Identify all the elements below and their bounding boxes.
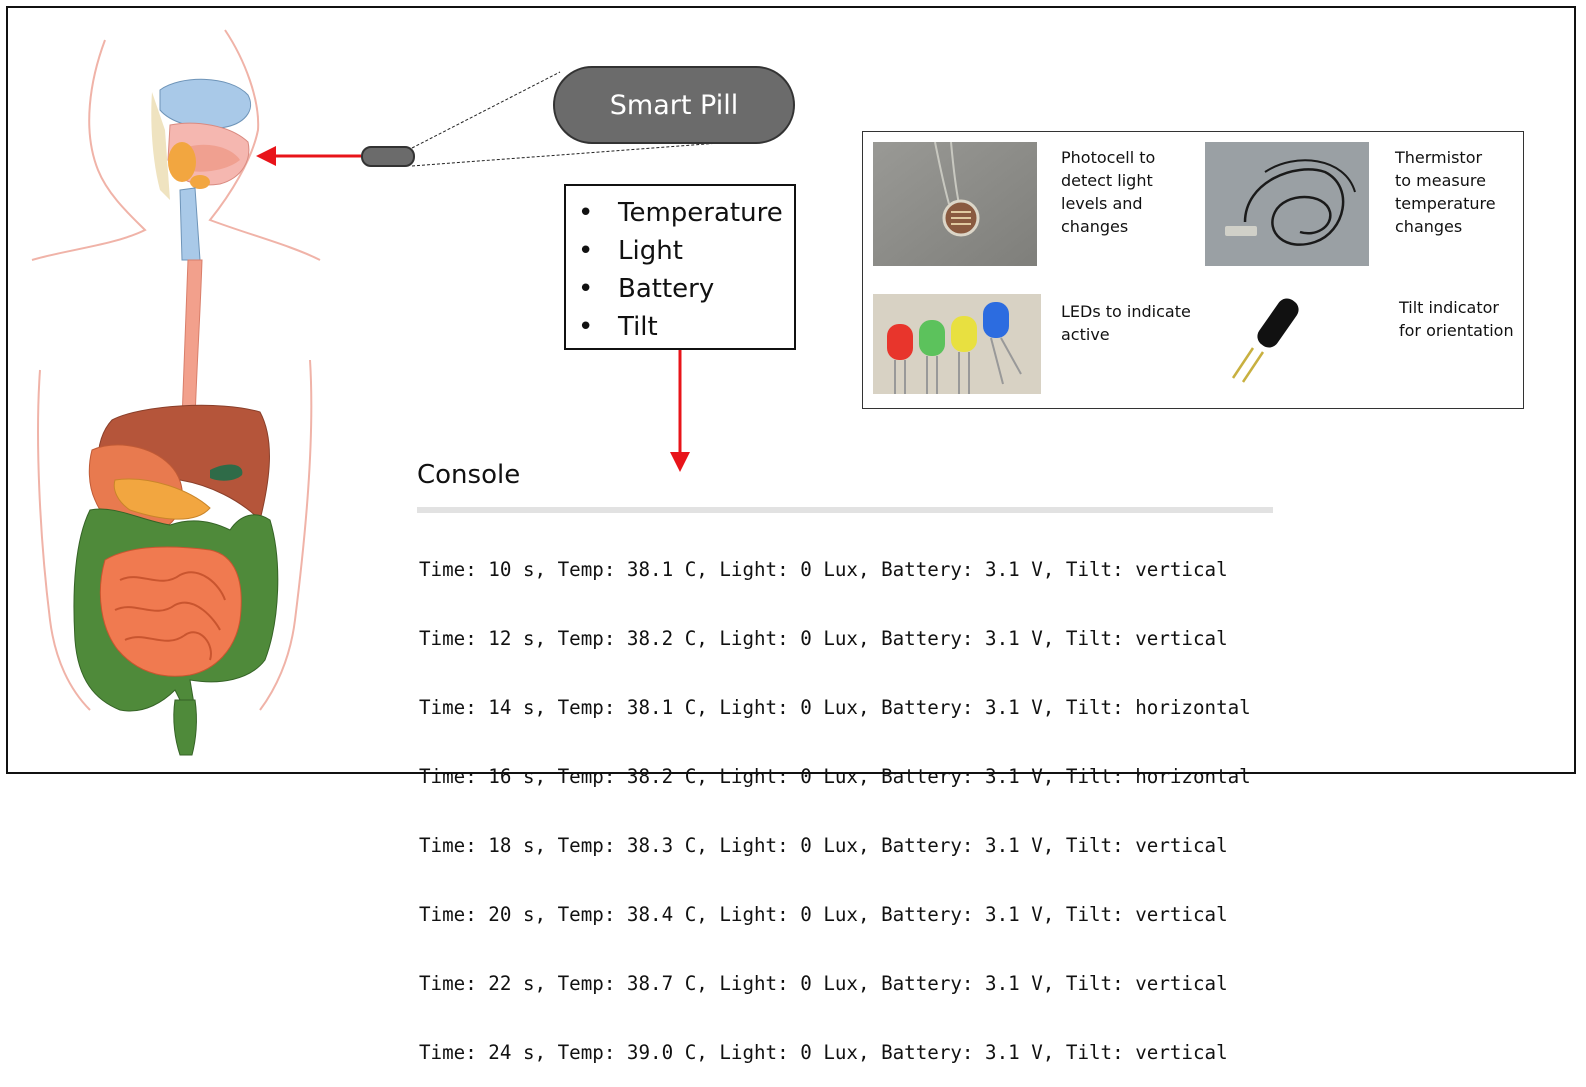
tilt-sensor-photo xyxy=(1231,298,1299,383)
salivary-gland-lower xyxy=(190,175,210,189)
small-intestine xyxy=(99,546,242,677)
sensor-item: • Tilt xyxy=(578,308,794,346)
sensor-item: • Battery xyxy=(578,270,794,308)
led-red-icon xyxy=(887,324,913,394)
leds-description: LEDs to indicate active xyxy=(1061,302,1191,344)
sensor-item-label: Tilt xyxy=(618,312,658,342)
smart-pill-icon xyxy=(361,146,415,167)
console-line: Time: 24 s, Temp: 39.0 C, Light: 0 Lux, … xyxy=(419,1041,1228,1064)
console-output: Time: 10 s, Temp: 38.1 C, Light: 0 Lux, … xyxy=(419,512,1251,1087)
head-bone xyxy=(151,92,170,200)
led-blue-icon xyxy=(983,302,1022,385)
thermistor-photo xyxy=(1205,142,1369,266)
salivary-gland xyxy=(168,142,196,182)
sensor-item: • Temperature xyxy=(578,194,794,232)
gallbladder xyxy=(210,464,243,481)
connector-overlay xyxy=(256,71,761,472)
console-line: Time: 18 s, Temp: 38.3 C, Light: 0 Lux, … xyxy=(419,834,1228,857)
console-line: Time: 14 s, Temp: 38.1 C, Light: 0 Lux, … xyxy=(419,696,1251,719)
figure-frame xyxy=(6,6,1576,774)
body-outline-right xyxy=(208,29,321,261)
tilt-description: Tilt indicator for orientation xyxy=(1399,298,1514,340)
zoom-line-top xyxy=(411,71,561,149)
console-line: Time: 16 s, Temp: 38.2 C, Light: 0 Lux, … xyxy=(419,765,1251,788)
small-intestine-folds xyxy=(114,571,226,661)
digestive-system-illustration xyxy=(31,29,321,756)
console-title: Console xyxy=(417,460,521,490)
torso-outline-right xyxy=(259,359,313,711)
smart-pill-label: Smart Pill xyxy=(553,66,795,144)
photocell-description: Photocell to detect light levels and cha… xyxy=(1061,148,1156,236)
sensor-item-label: Battery xyxy=(618,274,715,304)
pancreas xyxy=(113,478,211,520)
photocell-photo xyxy=(873,142,1037,266)
sensor-item-label: Light xyxy=(618,236,683,266)
led-green-icon xyxy=(919,320,945,394)
sensor-item: • Light xyxy=(578,232,794,270)
console-line: Time: 22 s, Temp: 38.7 C, Light: 0 Lux, … xyxy=(419,972,1228,995)
console-line: Time: 20 s, Temp: 38.4 C, Light: 0 Lux, … xyxy=(419,903,1228,926)
nasal-cavity xyxy=(159,78,252,129)
bullet-icon: • xyxy=(578,198,594,228)
console-line: Time: 12 s, Temp: 38.2 C, Light: 0 Lux, … xyxy=(419,627,1228,650)
mouth-arrowhead xyxy=(256,146,276,166)
body-outline-left xyxy=(31,39,147,261)
rectum xyxy=(173,699,197,756)
sensor-list: • Temperature • Light • Battery • Tilt xyxy=(578,194,794,346)
sensor-item-label: Temperature xyxy=(618,198,783,228)
components-panel: Photocell to detect light levels and cha… xyxy=(862,131,1524,409)
torso-outline-left xyxy=(37,369,91,711)
console-divider xyxy=(417,507,1273,513)
zoom-line-bottom xyxy=(411,139,761,167)
led-yellow-icon xyxy=(951,316,977,394)
leds-photo xyxy=(873,294,1041,394)
sensor-list-box: • Temperature • Light • Battery • Tilt xyxy=(564,184,796,350)
console-line: Time: 10 s, Temp: 38.1 C, Light: 0 Lux, … xyxy=(419,558,1228,581)
console-arrowhead xyxy=(670,452,690,472)
bullet-icon: • xyxy=(578,274,594,304)
bullet-icon: • xyxy=(578,312,594,342)
bullet-icon: • xyxy=(578,236,594,266)
thermistor-description: Thermistor to measure temperature change… xyxy=(1395,148,1496,236)
